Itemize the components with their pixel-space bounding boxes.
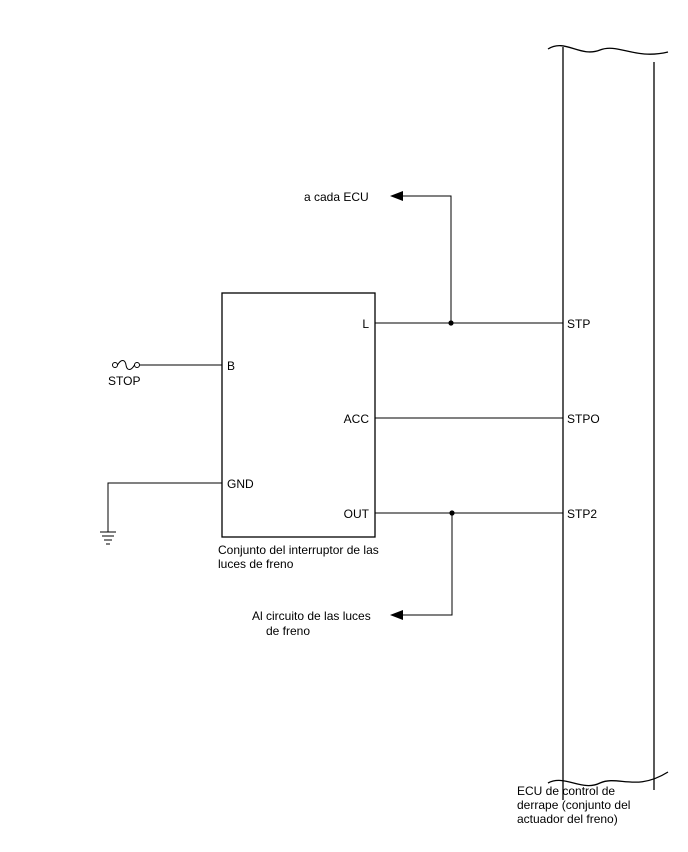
wire-gnd [107,482,222,532]
fuse-label: STOP [108,374,140,388]
pin-label-b: B [227,359,235,373]
branch-label-stop-lights-line-2: de freno [266,624,310,638]
switch-caption-line-1: Conjunto del interruptor de las [218,543,379,557]
ecu-pin-label-stp: STP [567,317,590,331]
ecu-top-break [547,44,669,55]
ecu-pin-label-stpo: STPO [567,412,600,426]
ecu-caption-line-3: actuador del freno) [517,812,618,826]
wire-branch-to-stop-lights [402,513,453,616]
branch-label-each-ecu: a cada ECU [304,190,369,204]
switch-assembly-box [221,292,376,538]
pin-label-gnd: GND [227,477,254,491]
fuse-icon [112,360,140,370]
wire-branch-to-each-ecu [402,195,452,323]
ecu-caption-line-2: derrape (conjunto del [517,798,630,812]
arrow-left-icon [390,610,403,620]
arrow-left-icon [390,191,403,201]
ground-icon [100,531,116,545]
pin-label-acc: ACC [344,412,370,426]
pin-label-l: L [362,317,369,331]
branch-label-stop-lights-line-1: Al circuito de las luces [252,609,371,623]
switch-caption-line-2: luces de freno [218,557,294,571]
ecu-pin-label-stp2: STP2 [567,507,597,521]
ecu-block [547,44,669,800]
junction-dot-icon [448,320,454,326]
ecu-bottom-break [547,771,669,787]
junction-dot-icon [449,510,455,516]
pin-label-out: OUT [344,507,370,521]
ecu-caption-line-1: ECU de control de [517,784,615,798]
